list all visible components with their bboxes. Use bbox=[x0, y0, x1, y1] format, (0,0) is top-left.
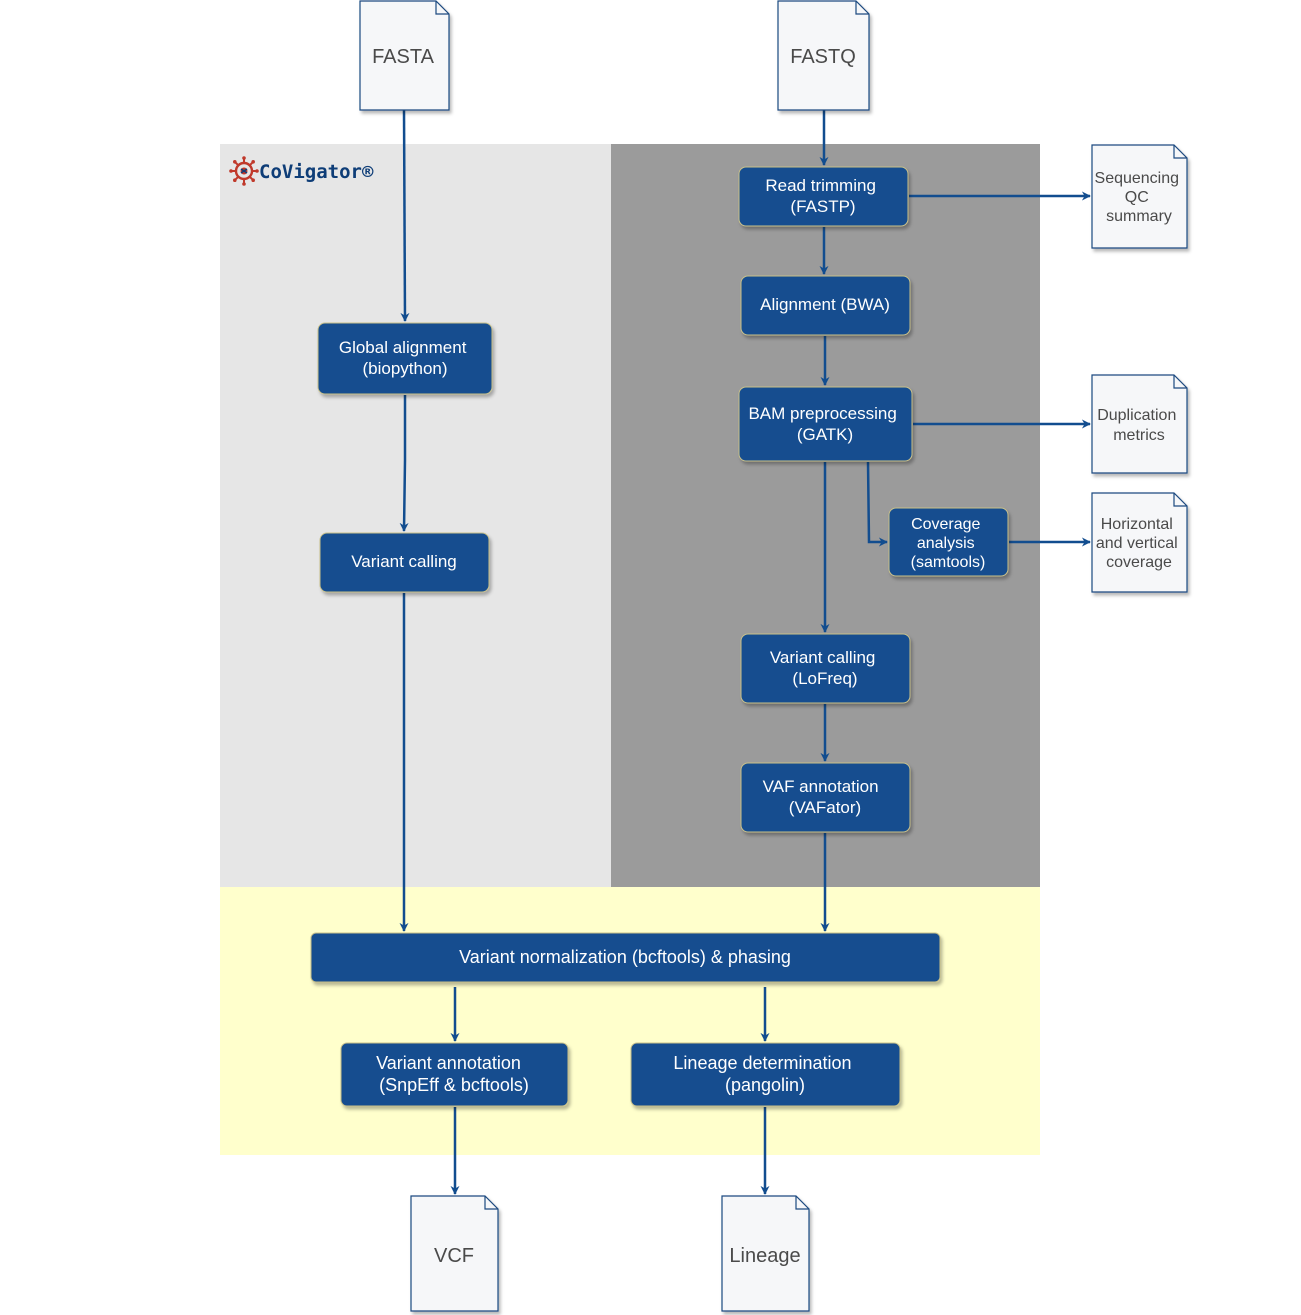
duplication-metrics-label: Duplication metrics bbox=[1097, 407, 1181, 444]
virus-icon bbox=[229, 156, 259, 186]
edge-global-alignment-to-variant-calling bbox=[399, 395, 409, 532]
edge-fasta-to-global-alignment bbox=[400, 109, 410, 322]
process-normalization: Variant normalization (bcftools) & phasi… bbox=[310, 932, 941, 983]
process-variant-calling-fasta: Variant calling bbox=[319, 532, 490, 593]
logo-text: CoVigator® bbox=[259, 161, 374, 183]
fastq-label: FASTQ bbox=[790, 46, 856, 68]
process-lineage-determination: Lineage determination (pangolin) bbox=[630, 1042, 901, 1107]
variant-calling-fastq-label: Variant calling (LoFreq) bbox=[770, 648, 880, 688]
process-variant-calling-fastq: Variant calling (LoFreq) bbox=[740, 633, 911, 704]
variant-annotation-label: Variant annotation (SnpEff & bcftools) bbox=[376, 1053, 529, 1095]
shared-panel bbox=[220, 887, 1040, 1155]
doc-coverage: Horizontal and vertical coverage bbox=[1091, 492, 1188, 593]
coverage-label: Horizontal and vertical coverage bbox=[1096, 516, 1182, 571]
doc-sequencing-qc: Sequencing QC summary bbox=[1091, 144, 1188, 249]
doc-fasta: FASTA bbox=[359, 0, 450, 111]
edge-bam-preprocessing-to-coverage-analysis bbox=[866, 461, 888, 547]
bam-preprocessing-label: BAM preprocessing (GATK) bbox=[748, 404, 901, 444]
fasta-label: FASTA bbox=[372, 46, 435, 68]
process-bam-preprocessing: BAM preprocessing (GATK) bbox=[738, 386, 913, 462]
sequencing-qc-label: Sequencing QC summary bbox=[1095, 170, 1184, 225]
process-vaf-annotation: VAF annotation (VAFator) bbox=[740, 762, 911, 833]
read-trimming-label: Read trimming (FASTP) bbox=[765, 176, 880, 216]
process-variant-annotation: Variant annotation (SnpEff & bcftools) bbox=[340, 1042, 569, 1107]
vcf-label: VCF bbox=[434, 1245, 474, 1267]
process-coverage-analysis: Coverage analysis (samtools) bbox=[888, 507, 1009, 577]
doc-fastq: FASTQ bbox=[777, 0, 870, 111]
doc-duplication-metrics: Duplication metrics bbox=[1091, 374, 1188, 474]
covigator-logo: CoVigator® bbox=[229, 156, 374, 186]
process-read-trimming: Read trimming (FASTP) bbox=[738, 166, 909, 227]
coverage-analysis-label: Coverage analysis (samtools) bbox=[911, 516, 986, 571]
fasta-panel bbox=[220, 144, 611, 887]
alignment-label: Alignment (BWA) bbox=[760, 295, 890, 314]
process-alignment: Alignment (BWA) bbox=[740, 275, 911, 336]
process-global-alignment: Global alignment (biopython) bbox=[317, 322, 493, 395]
vaf-annotation-label: VAF annotation (VAFator) bbox=[763, 777, 884, 817]
lineage-determination-label: Lineage determination (pangolin) bbox=[673, 1053, 856, 1095]
normalization-label: Variant normalization (bcftools) & phasi… bbox=[459, 947, 791, 967]
doc-vcf: VCF bbox=[410, 1195, 499, 1312]
doc-lineage: Lineage bbox=[721, 1195, 810, 1312]
lineage-label: Lineage bbox=[729, 1245, 800, 1267]
global-alignment-label: Global alignment (biopython) bbox=[339, 338, 471, 378]
edges bbox=[399, 109, 1091, 1195]
variant-calling-fasta-label: Variant calling bbox=[351, 552, 457, 571]
